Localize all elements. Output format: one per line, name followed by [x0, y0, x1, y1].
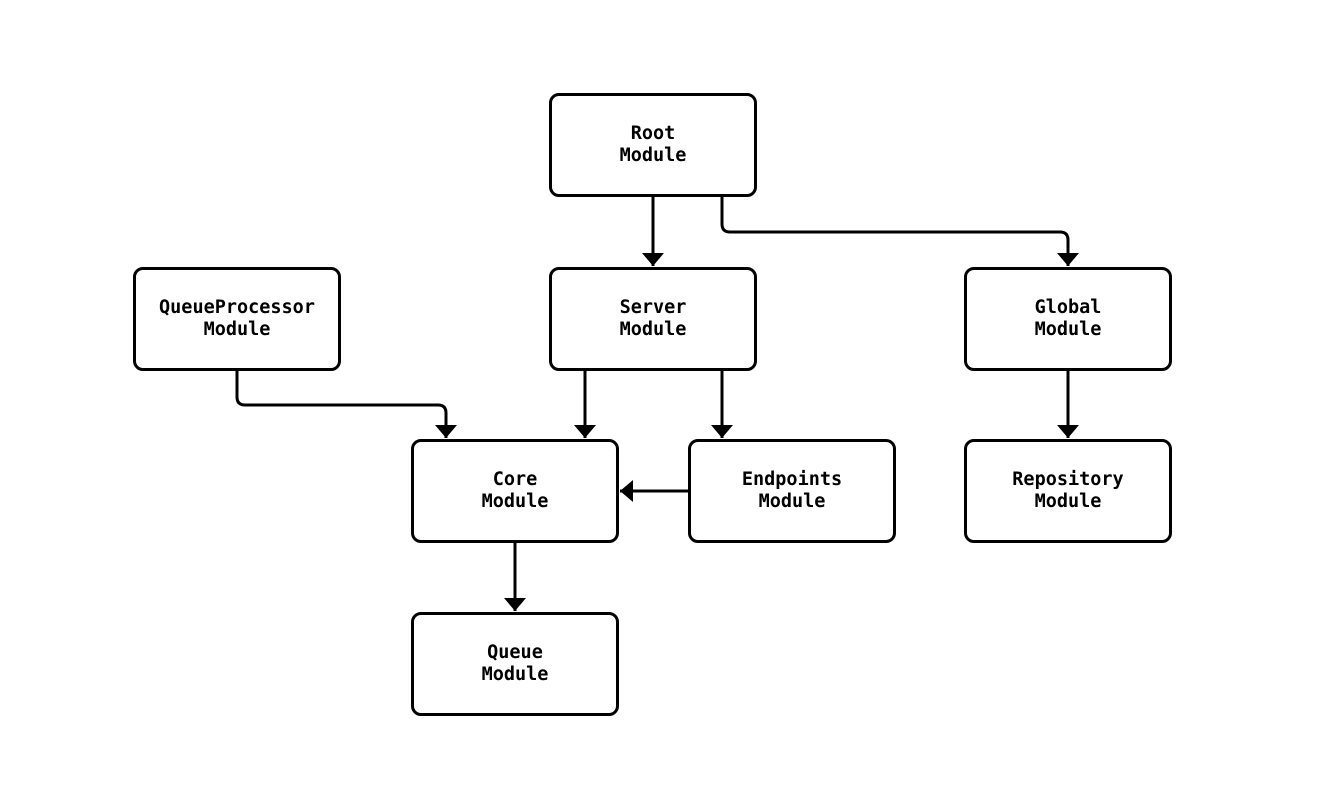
node-queue-module: Queue Module: [411, 612, 619, 716]
node-endpoints-module: Endpoints Module: [688, 439, 896, 543]
edge-root-global: [720, 197, 1079, 266]
node-server-module: Server Module: [549, 267, 757, 371]
node-global-module: Global Module: [964, 267, 1172, 371]
node-core-module: Core Module: [411, 439, 619, 543]
edge-queueprocessor-core: [235, 371, 457, 438]
node-root-module: Root Module: [549, 93, 757, 197]
node-repository-module: Repository Module: [964, 439, 1172, 543]
node-queueprocessor-module: QueueProcessor Module: [133, 267, 341, 371]
